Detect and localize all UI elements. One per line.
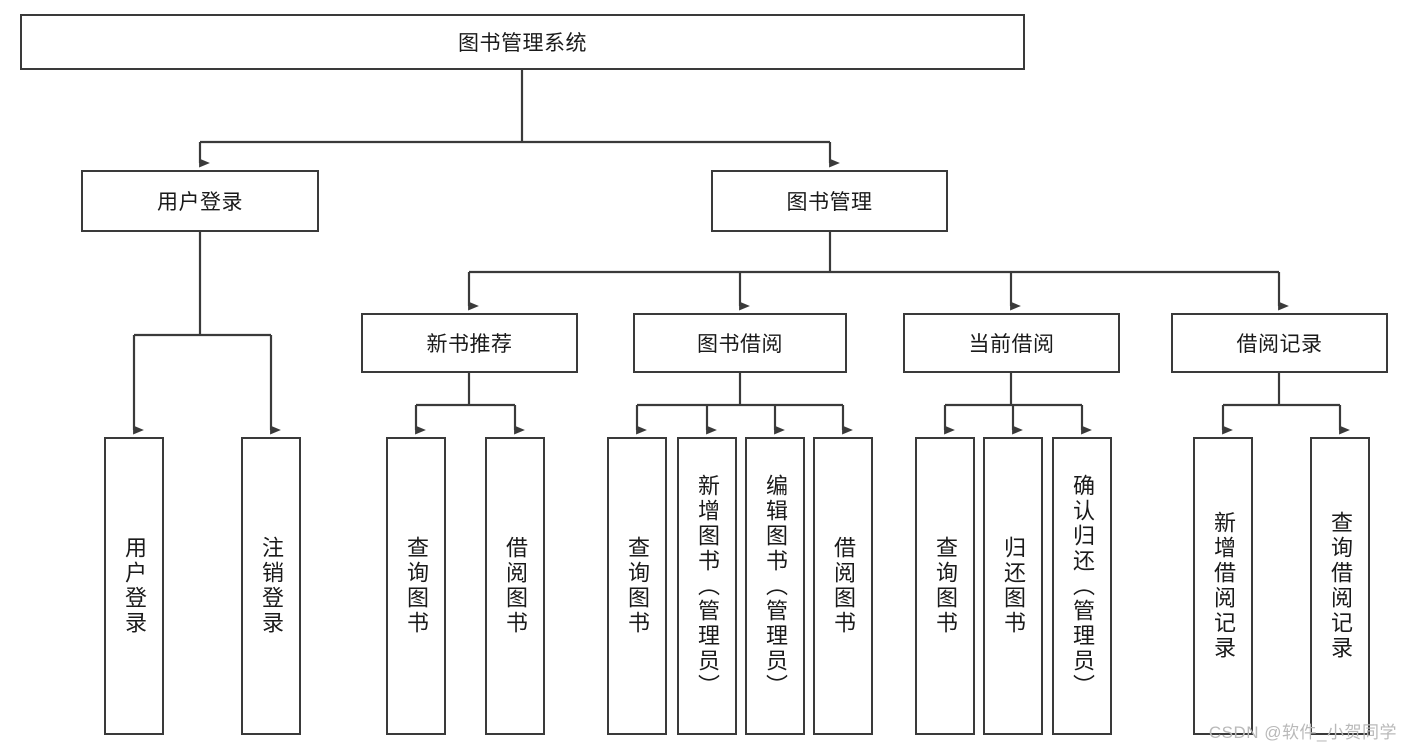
node-leaf-query-book-current[interactable]: 查询图书: [915, 437, 975, 735]
node-book-borrow[interactable]: 图书借阅: [633, 313, 847, 373]
node-leaf-edit-book[interactable]: 编辑图书（管理员）: [745, 437, 805, 735]
node-leaf-query-book-borrow[interactable]: 查询图书: [607, 437, 667, 735]
node-leaf-query-book-recommend[interactable]: 查询图书: [386, 437, 446, 735]
node-leaf-borrow-book-recommend[interactable]: 借阅图书: [485, 437, 545, 735]
node-book-management[interactable]: 图书管理: [711, 170, 948, 232]
node-leaf-confirm-return[interactable]: 确认归还（管理员）: [1052, 437, 1112, 735]
node-leaf-return-book[interactable]: 归还图书: [983, 437, 1043, 735]
node-leaf-user-logout[interactable]: 注销登录: [241, 437, 301, 735]
node-leaf-query-borrow-record[interactable]: 查询借阅记录: [1310, 437, 1370, 735]
node-user-login[interactable]: 用户登录: [81, 170, 319, 232]
node-leaf-borrow-book[interactable]: 借阅图书: [813, 437, 873, 735]
node-borrow-record[interactable]: 借阅记录: [1171, 313, 1388, 373]
node-current-borrow[interactable]: 当前借阅: [903, 313, 1120, 373]
node-leaf-user-login[interactable]: 用户登录: [104, 437, 164, 735]
watermark-text: CSDN @软件_小贺同学: [1208, 723, 1397, 742]
node-leaf-add-borrow-record[interactable]: 新增借阅记录: [1193, 437, 1253, 735]
node-leaf-add-book[interactable]: 新增图书（管理员）: [677, 437, 737, 735]
node-root[interactable]: 图书管理系统: [20, 14, 1025, 70]
node-new-book-recommend[interactable]: 新书推荐: [361, 313, 578, 373]
